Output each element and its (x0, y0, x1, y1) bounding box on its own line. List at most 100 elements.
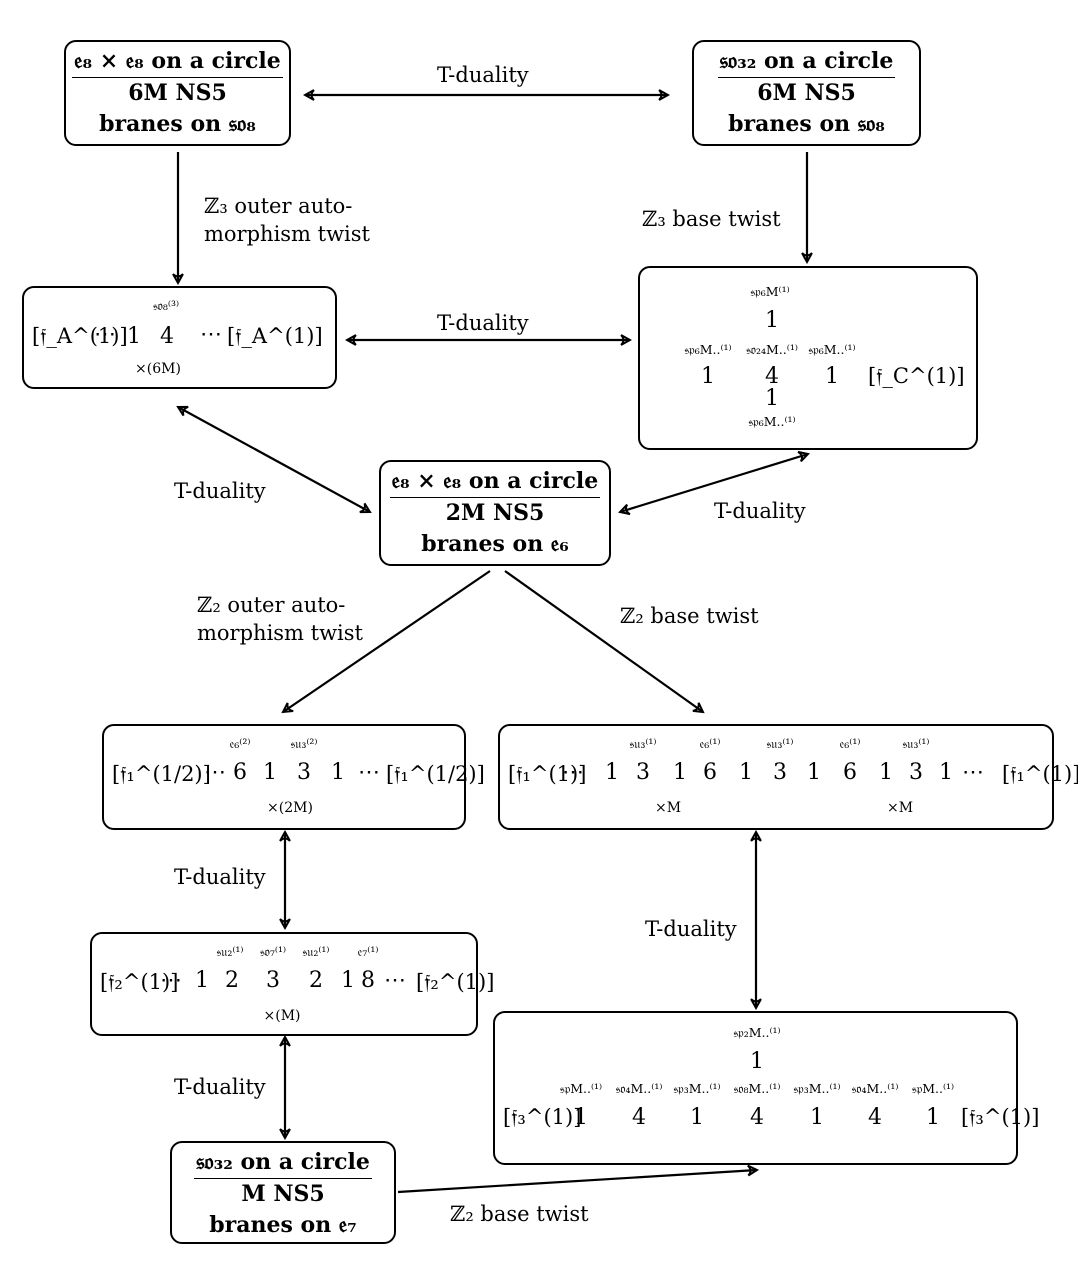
quiver-f1-node-7: 1 (807, 760, 821, 785)
quiver-f3-node-5: 1 (810, 1105, 824, 1130)
box-center: 𝔢₈ × 𝔢₈ on a circle 2M NS5 branes on 𝔢₆ (379, 460, 611, 566)
quiver-c-node-center: 4 (765, 364, 779, 389)
quiver-f2-dots-left: ⋯ (160, 968, 182, 993)
quiver-f1-alg-1: 𝔰𝔲₃⁽¹⁾ (629, 736, 657, 751)
quiver-c-alg-top: 𝔰𝔭₆M⁽¹⁾ (750, 284, 790, 299)
quiver-f3-node-7: 1 (926, 1105, 940, 1130)
quiver-box-f2: [𝔣₂^(1)] ⋯ 𝔰𝔲₂⁽¹⁾ 𝔰𝔬₇⁽¹⁾ 𝔰𝔲₂⁽¹⁾ 𝔢₇⁽¹⁾ 1 … (90, 932, 494, 1036)
box-center-line3: branes on 𝔢₆ (421, 531, 569, 557)
quiver-f1-alg-4: 𝔢₆⁽¹⁾ (839, 736, 861, 751)
quiver-a-alg: 𝔰𝔬₈⁽³⁾ (152, 298, 180, 313)
quiver-f3-alg-5: 𝔰𝔭₃M..⁽¹⁾ (793, 1081, 841, 1096)
quiver-a-flavor-right: [𝔣_A^(1)] (227, 324, 323, 348)
quiver-f1-alg-5: 𝔰𝔲₃⁽¹⁾ (902, 736, 930, 751)
quiver-f3-alg-3: 𝔰𝔭₃M..⁽¹⁾ (673, 1081, 721, 1096)
label-z3-outer-2: morphism twist (204, 222, 370, 246)
box-top-left-line3: branes on 𝔰𝔬₈ (99, 111, 256, 137)
quiver-f2-node-1: 1 (195, 968, 209, 993)
quiver-c-alg-bottom: 𝔰𝔭₆M..⁽¹⁾ (748, 414, 796, 429)
quiver-f1h-flavor-right: [𝔣₁^(1/2)] (386, 762, 485, 786)
box-top-right-line2: 6M NS5 (757, 80, 856, 106)
quiver-f1h-flavor-left: [𝔣₁^(1/2)] (112, 762, 211, 786)
arrow-left-diag (178, 407, 370, 512)
quiver-f3-alg-6: 𝔰𝔬₄M..⁽¹⁾ (851, 1081, 899, 1096)
quiver-f3-alg-top: 𝔰𝔭₂M..⁽¹⁾ (733, 1025, 781, 1040)
quiver-c-flavor: [𝔣_C^(1)] (868, 364, 965, 388)
box-bottom-line1: 𝔰𝔬₃₂ on a circle (194, 1147, 372, 1179)
quiver-f1-node-1: 1 (605, 760, 619, 785)
box-top-left-line1: 𝔢₈ × 𝔢₈ on a circle (72, 46, 283, 78)
label-z3-base: ℤ₃ base twist (642, 207, 781, 231)
quiver-f1-node-2: 3 (636, 760, 650, 785)
quiver-f1-alg-3: 𝔰𝔲₃⁽¹⁾ (766, 736, 794, 751)
quiver-f1-flavor-right: [𝔣₁^(1)] (1002, 762, 1078, 786)
quiver-f1h-node-2: 1 (263, 760, 277, 785)
quiver-f2-dots-right: ⋯ (384, 968, 406, 993)
label-z2-outer-1: ℤ₂ outer auto- (197, 593, 346, 617)
label-z2-outer-2: morphism twist (197, 621, 363, 645)
arrow-z2-outer (283, 570, 491, 712)
quiver-f1-node-11: 1 (939, 760, 953, 785)
quiver-f2-node-2: 2 (225, 968, 239, 993)
quiver-f1-node-8: 6 (843, 760, 857, 785)
quiver-f1-node-3: 1 (673, 760, 687, 785)
quiver-f1h-node-1: 6 (233, 760, 247, 785)
quiver-c-node-top: 1 (765, 308, 779, 333)
quiver-c-alg-left: 𝔰𝔭₆M..⁽¹⁾ (684, 342, 732, 357)
quiver-f3-node-2: 4 (632, 1105, 646, 1130)
quiver-c-alg-right: 𝔰𝔭₆M..⁽¹⁾ (808, 342, 856, 357)
quiver-a-dots-left: ⋯ (94, 322, 116, 347)
quiver-box-f1: [𝔣₁^(1)] ⋯ 𝔰𝔲₃⁽¹⁾ 𝔢₆⁽¹⁾ 𝔰𝔲₃⁽¹⁾ 𝔢₆⁽¹⁾ 𝔰𝔲₃… (498, 724, 1078, 830)
quiver-box-c: 𝔰𝔭₆M⁽¹⁾ 1 𝔰𝔭₆M..⁽¹⁾ 1 𝔰𝔬₂₄M..⁽¹⁾ 4 𝔰𝔭₆M.… (638, 266, 978, 450)
quiver-c-node-left: 1 (701, 364, 715, 389)
quiver-c-node-bottom: 1 (765, 386, 779, 411)
quiver-f3-alg-4: 𝔰𝔬₈M..⁽¹⁾ (733, 1081, 781, 1096)
quiver-f1-dots-right: ⋯ (962, 760, 984, 785)
quiver-f2-flavor-right: [𝔣₂^(1)] (416, 970, 495, 994)
arrow-z2-base (504, 570, 703, 712)
quiver-c-node-right: 1 (825, 364, 839, 389)
quiver-f1-node-4: 6 (703, 760, 717, 785)
quiver-a-flavor-left: [𝔣_A^(1)] (32, 324, 128, 348)
quiver-f3-alg-7: 𝔰𝔭M..⁽¹⁾ (911, 1081, 955, 1096)
quiver-f1-node-10: 3 (909, 760, 923, 785)
box-center-line1: 𝔢₈ × 𝔢₈ on a circle (389, 466, 601, 498)
quiver-f3-node-top: 1 (750, 1049, 764, 1074)
quiver-f2-node-5: 1 (341, 968, 355, 993)
label-mid-tduality: T-duality (437, 311, 529, 335)
quiver-f1h-mult: ×(2M) (267, 800, 313, 816)
label-t-lower-left-2: T-duality (174, 1075, 266, 1099)
label-z3-outer-1: ℤ₃ outer auto- (204, 194, 353, 218)
quiver-f2-flavor-left: [𝔣₂^(1)] (100, 970, 179, 994)
quiver-f1-dots-left: ⋯ (562, 760, 584, 785)
quiver-c-alg-center: 𝔰𝔬₂₄M..⁽¹⁾ (746, 342, 798, 357)
quiver-f3-flavor-left: [𝔣₃^(1)] (503, 1105, 582, 1129)
box-top-left: 𝔢₈ × 𝔢₈ on a circle 6M NS5 branes on 𝔰𝔬₈ (64, 40, 291, 146)
quiver-f3-node-1: 1 (574, 1105, 588, 1130)
box-top-left-line2: 6M NS5 (128, 80, 227, 106)
quiver-a-node-2: 4 (160, 324, 174, 349)
quiver-f1h-dots-right: ⋯ (358, 760, 380, 785)
quiver-f2-alg-3: 𝔰𝔲₂⁽¹⁾ (302, 944, 330, 959)
quiver-f2-alg-2: 𝔰𝔬₇⁽¹⁾ (259, 944, 287, 959)
box-bottom-line3: branes on 𝔢₇ (209, 1212, 357, 1238)
quiver-f3-flavor-right: [𝔣₃^(1)] (961, 1105, 1040, 1129)
box-center-line2: 2M NS5 (445, 500, 545, 526)
quiver-f2-mult: ×(M) (263, 1008, 301, 1024)
quiver-f1-alg-2: 𝔢₆⁽¹⁾ (699, 736, 721, 751)
quiver-f3-node-4: 4 (750, 1105, 764, 1130)
label-t-lower-left-1: T-duality (174, 865, 266, 889)
quiver-f2-node-3: 3 (266, 968, 280, 993)
box-bottom-line2: M NS5 (241, 1181, 325, 1207)
quiver-f1-node-6: 3 (773, 760, 787, 785)
label-top-tduality: T-duality (437, 63, 529, 87)
box-bottom: 𝔰𝔬₃₂ on a circle M NS5 branes on 𝔢₇ (170, 1141, 396, 1244)
quiver-f1h-alg-su3: 𝔰𝔲₃⁽²⁾ (290, 736, 318, 751)
label-right-diag-tduality: T-duality (714, 499, 806, 523)
quiver-f2-node-6: 8 (361, 968, 375, 993)
quiver-f1-node-5: 1 (739, 760, 753, 785)
quiver-box-f1-half: [𝔣₁^(1/2)] ⋯ 𝔢₆⁽²⁾ 𝔰𝔲₃⁽²⁾ 6 1 3 1 ⋯ [𝔣₁^… (102, 724, 485, 830)
quiver-a-node-1: 1 (127, 324, 141, 349)
arrow-z2-base-bottom (397, 1170, 757, 1194)
quiver-f1-mult-1: ×M (654, 800, 682, 816)
